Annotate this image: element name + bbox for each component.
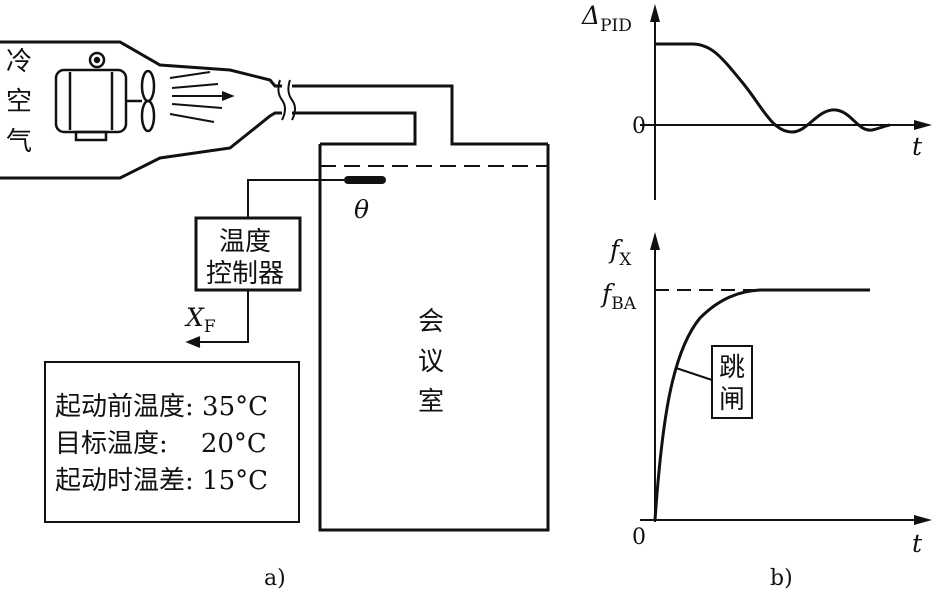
pid-x-arrowhead: [914, 120, 932, 130]
trip-callout-char: 跳: [719, 353, 745, 383]
trip-callout-char: 闸: [719, 385, 745, 415]
duct-bottom-outline: [0, 111, 417, 180]
output-label: XF: [184, 303, 216, 337]
fan-blade: [140, 69, 156, 103]
motor-terminal-dot: [93, 56, 101, 64]
caption-a: a): [264, 566, 286, 591]
info-box-frame: [44, 361, 300, 523]
control-wiring: [185, 179, 344, 348]
sensor-wire: [247, 179, 344, 218]
output-arrowhead: [185, 336, 201, 348]
airflow-lines: [169, 71, 235, 123]
motor-base: [74, 130, 108, 142]
controller-label-line2: 控制器: [206, 259, 284, 289]
f-threshold-label-sub: BA: [611, 294, 636, 314]
pid-y-label-main: Δ: [581, 1, 600, 30]
caption-b: b): [770, 566, 793, 591]
pid-y-arrowhead: [650, 4, 660, 22]
f-chart: 跳 闸 fX fBA 0 t: [600, 232, 932, 558]
output-label-sub: F: [204, 317, 216, 337]
motor-terminal: [88, 51, 106, 69]
pid-x-label: t: [912, 132, 923, 161]
info-line-start-temp: 起动前温度: 35°C: [55, 392, 268, 422]
cold-air-label: 冷 空 气: [6, 47, 32, 157]
room-label-char: 议: [418, 347, 444, 377]
duct-top-outline: [0, 40, 548, 146]
meeting-room: 会 议 室: [318, 144, 550, 532]
sensor-symbol: θ: [354, 195, 369, 224]
cold-air-char: 冷: [6, 47, 32, 77]
temperature-sensor: θ: [344, 176, 386, 224]
info-line-temp-diff: 起动时温差: 15°C: [55, 466, 268, 496]
trip-callout-leader: [675, 367, 713, 381]
room-label-char: 会: [418, 307, 444, 337]
f-y-label-sub: X: [619, 250, 632, 270]
f-zero-label: 0: [632, 525, 646, 550]
output-label-main: X: [184, 303, 205, 332]
sensor-bar: [344, 176, 386, 184]
f-curve: [653, 288, 870, 521]
pid-y-label: ΔPID: [581, 1, 632, 36]
pid-zero-label: 0: [632, 114, 646, 139]
output-wire: [190, 290, 249, 343]
fan-blade: [140, 99, 156, 133]
pid-y-label-sub: PID: [600, 16, 632, 36]
airflow-arrowhead: [221, 91, 235, 101]
controller-label-line1: 温度: [219, 227, 271, 257]
f-x-label: t: [912, 529, 923, 558]
cold-air-char: 气: [6, 127, 32, 157]
info-box: 起动前温度: 35°C 目标温度: 20°C 起动时温差: 15°C: [44, 361, 300, 523]
motor-body: [54, 68, 128, 134]
f-y-label-main: f: [608, 235, 623, 264]
pid-chart: ΔPID 0 t: [581, 1, 932, 200]
room-walls: [318, 144, 550, 532]
fan-motor-icon: [54, 51, 156, 142]
cold-air-char: 空: [6, 87, 32, 117]
info-line-target-temp: 目标温度: 20°C: [55, 429, 267, 459]
output-signal-label: XF: [184, 303, 216, 337]
duct-system: [0, 40, 548, 180]
pid-curve: [655, 42, 891, 134]
temperature-controller: 温度 控制器: [194, 216, 302, 292]
room-label-char: 室: [418, 387, 444, 417]
f-x-arrowhead: [914, 515, 932, 525]
f-threshold-label-main: f: [600, 279, 615, 308]
trip-callout-box: [711, 345, 753, 419]
duct-break-mark: [277, 79, 296, 121]
f-threshold-label: fBA: [600, 279, 637, 314]
controller-box: [194, 216, 302, 292]
f-y-label: fX: [608, 235, 632, 270]
f-y-arrowhead: [650, 232, 660, 250]
